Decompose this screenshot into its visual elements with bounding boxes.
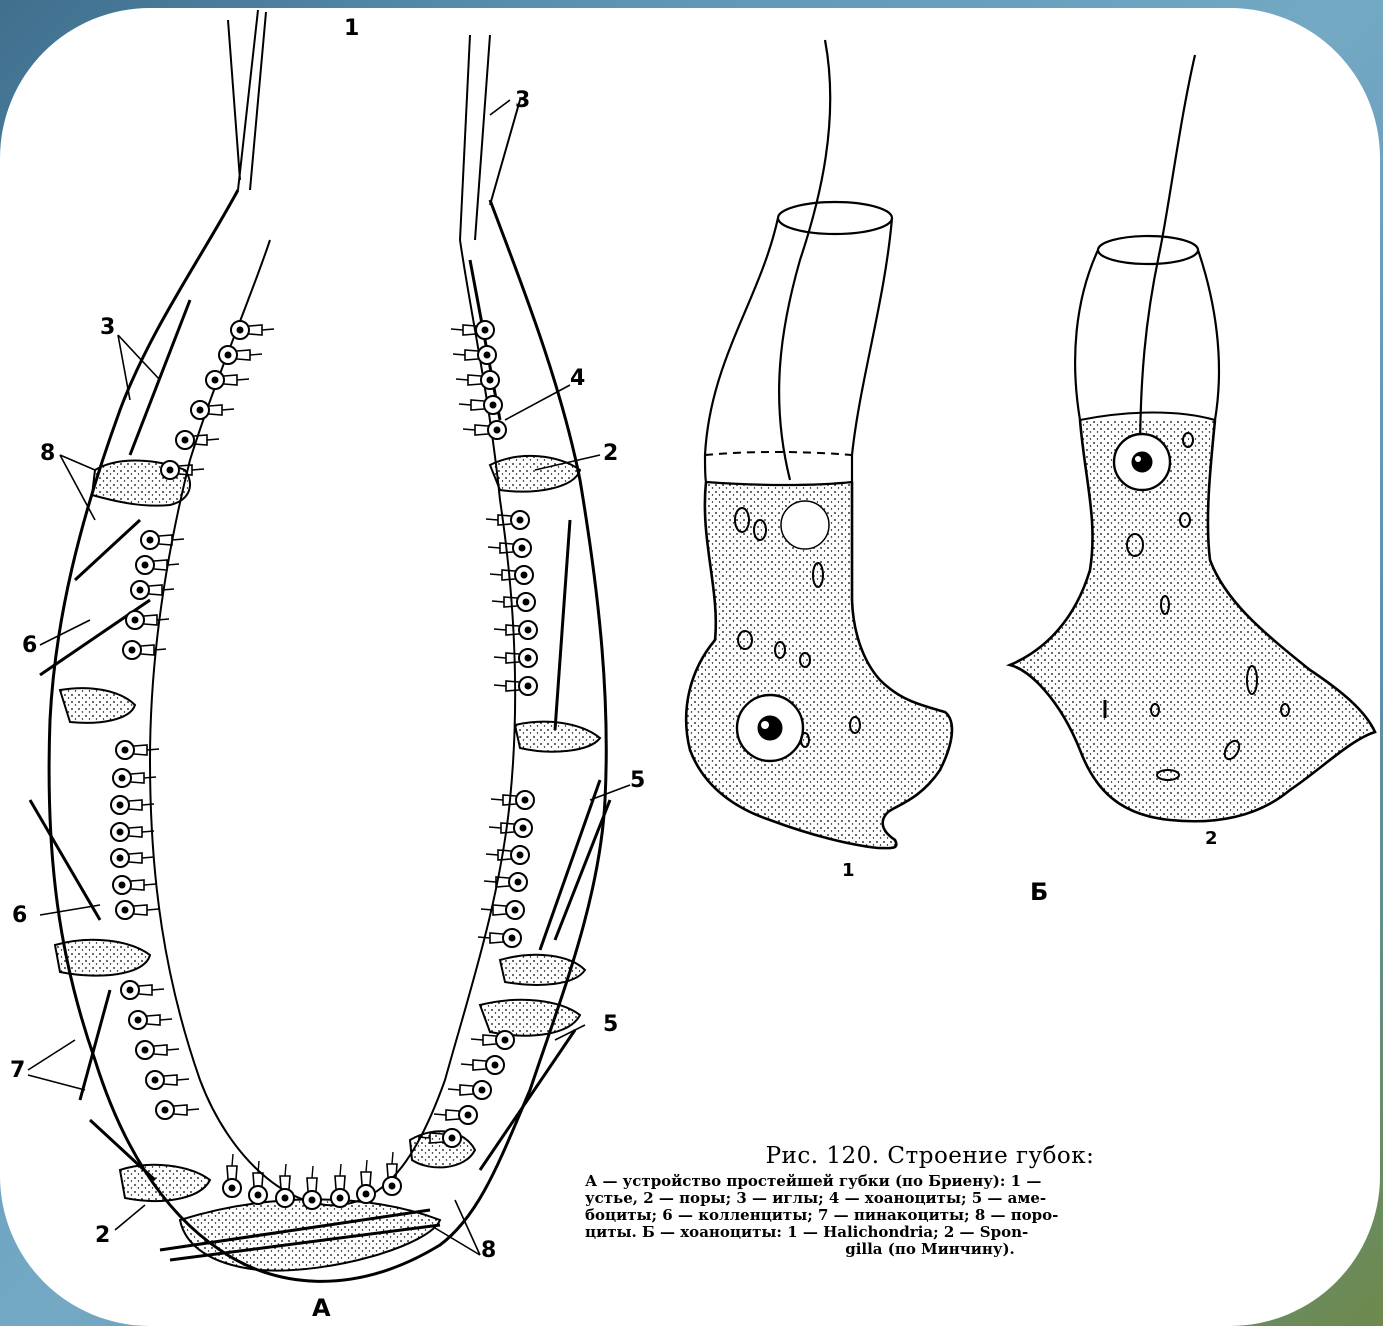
figure-caption: Рис. 120. Строение губок: А — устройство… <box>585 1143 1275 1258</box>
choanocytes-bottom <box>223 1152 401 1209</box>
label-amoebocytes-lower: 5 <box>603 1014 618 1036</box>
label-cell-1: 1 <box>842 862 855 880</box>
label-pores-right: 2 <box>603 443 618 465</box>
label-porocytes-bottom: 8 <box>481 1240 496 1262</box>
label-porocytes-left: 8 <box>40 443 55 465</box>
caption-line-5: gilla (по Минчину). <box>585 1241 1275 1258</box>
label-figure-b: Б <box>1030 880 1048 904</box>
caption-line-4: циты. Б — хоаноциты: 1 — Halichondria; 2… <box>585 1224 1275 1241</box>
caption-line-2: устье, 2 — поры; 3 — иглы; 4 — хоаноциты… <box>585 1190 1275 1207</box>
caption-body: А — устройство простейшей губки (по Брие… <box>585 1173 1275 1258</box>
caption-line-1: А — устройство простейшей губки (по Брие… <box>585 1173 1275 1190</box>
label-amoebocytes-mid: 5 <box>630 770 645 792</box>
label-choanocytes: 4 <box>570 368 585 390</box>
choanocyte-spongilla <box>1010 55 1375 821</box>
label-top-1: 1 <box>344 18 359 40</box>
label-spicules-left: 3 <box>100 317 115 339</box>
caption-line-3: боциты; 6 — колленциты; 7 — пинакоциты; … <box>585 1207 1275 1224</box>
label-cell-2: 2 <box>1205 830 1218 848</box>
caption-title: Рис. 120. Строение губок: <box>585 1143 1275 1169</box>
choanocyte-halichondria <box>686 40 952 848</box>
label-collencytes-lower: 6 <box>12 905 27 927</box>
label-figure-a: А <box>312 1296 331 1320</box>
label-spicules-right: 3 <box>515 90 530 112</box>
label-pinacocytes: 7 <box>10 1060 25 1082</box>
label-collencytes-upper: 6 <box>22 635 37 657</box>
label-pores-bottom: 2 <box>95 1225 110 1247</box>
